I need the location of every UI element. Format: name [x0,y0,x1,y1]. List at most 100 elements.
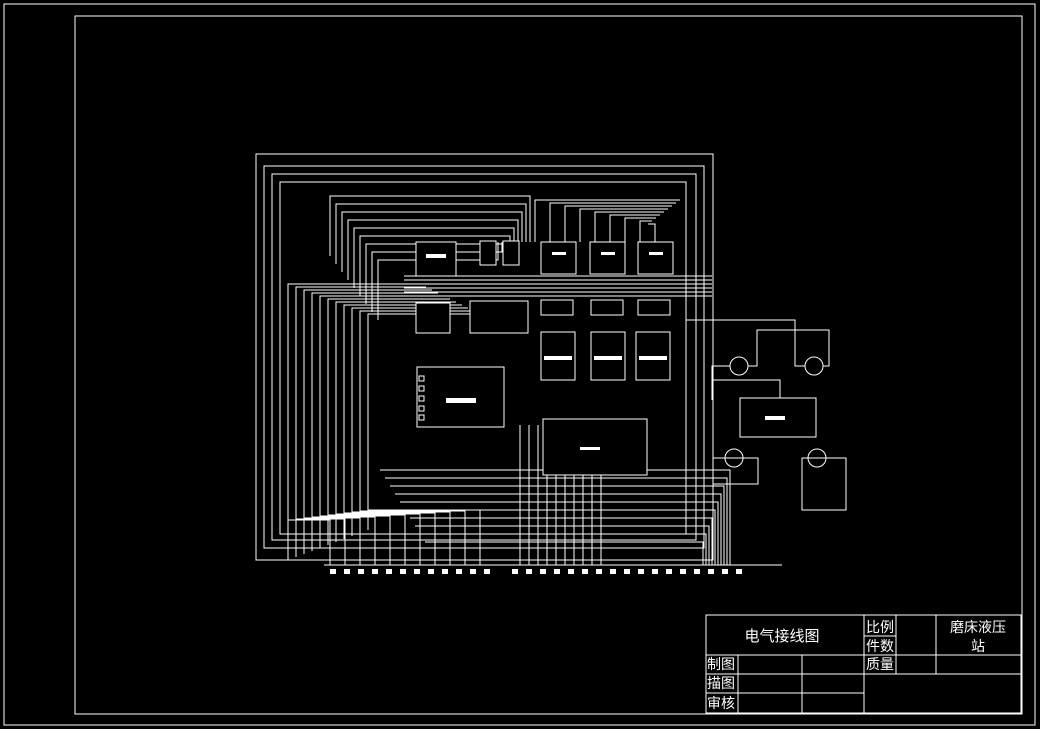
transformer-wire [713,379,781,398]
contactor-wire [534,199,680,242]
terminal [638,569,644,574]
transformer-label [765,416,785,420]
outer-wire-loop [255,153,714,561]
upper-wire [329,195,531,256]
contactor-wire [594,211,664,242]
fuse-box-2 [502,240,520,266]
contactor-wire [549,202,676,242]
scale-label: 比例 [866,620,894,636]
terminal [694,569,700,574]
terminal [428,569,434,574]
motor-wire-a [748,329,830,367]
left-wire [287,283,420,560]
drawing-title: 电气接线图 [744,627,819,645]
controller-port-4 [418,405,425,412]
left-wire [295,286,426,557]
lower-wire [390,485,725,565]
lower-wire [405,509,716,565]
drop-wire [352,511,451,565]
controller-label [446,398,476,403]
drop-wire [328,514,406,565]
weight-label: 质量 [866,657,894,673]
contactor-wire [579,208,668,242]
product-name-line1: 磨床液压 [950,620,1006,636]
terminal [344,569,350,574]
thermal-relay-2 [590,299,624,316]
lower-wire [380,469,731,565]
central-panel-label [580,447,600,450]
left-wire [303,289,432,554]
terminal [386,569,392,574]
thermal-relay-3 [637,299,671,316]
terminal [372,569,378,574]
motor-wire-c [686,319,805,367]
contactor-wire [648,223,656,242]
contactor-wire [564,205,672,242]
drop-wire [360,510,466,565]
terminal [484,569,490,574]
motor-frame-3 [712,457,759,485]
terminal [568,569,574,574]
contactor-1 [540,241,577,275]
inner-frame [74,15,1023,715]
controller-port-3 [418,395,425,402]
title-block: 电气接线图 磨床液压 站 比例 件数 质量 制图 描图 审核 [705,614,1022,714]
terminal [526,569,532,574]
lower-wire [410,517,713,565]
terminal [722,569,728,574]
left-wire [311,292,438,551]
contactor-mark-1 [552,252,566,255]
contactor-wire [624,217,656,242]
terminal [358,569,364,574]
drop-wire [288,519,331,565]
terminal [624,569,630,574]
contactor-3 [637,241,674,275]
upper-wire [359,235,511,296]
breaker-bar-3 [639,356,667,360]
drop-wire [320,515,391,565]
terminal [400,569,406,574]
motor-symbol-2 [804,356,824,376]
product-name-line2: 站 [971,639,985,655]
terminal [666,569,672,574]
terminal-block-1 [415,302,451,334]
drop-wire [312,516,376,565]
upper-wire [347,219,519,280]
breaker-bar-2 [594,356,622,360]
motor-wire-b [711,365,730,400]
terminal [512,569,518,574]
controller-unit [416,366,505,428]
contactor-wire [639,220,652,242]
contactor-mark-3 [649,252,663,255]
terminal [610,569,616,574]
drawn-label: 制图 [707,657,735,673]
terminal [470,569,476,574]
fuse-box-1 [479,240,497,266]
terminal [736,569,742,574]
breaker-bar-1 [544,356,572,360]
relay-label-1 [426,254,446,258]
thermal-relay-1 [540,299,574,316]
wire-loop-3 [271,173,697,541]
left-wire [335,301,456,542]
terminal [708,569,714,574]
traced-label: 描图 [707,676,735,692]
left-wire [327,298,450,545]
horizontal-wires [329,195,731,565]
wire-loop-2 [263,165,705,549]
contactor-mark-2 [601,252,615,255]
lower-wire [385,477,728,565]
lower-wire [415,525,710,565]
motor-frame-4 [801,457,847,511]
upper-wire [341,211,523,272]
controller-port-2 [418,385,425,392]
terminal [680,569,686,574]
terminal [596,569,602,574]
terminal [554,569,560,574]
terminal [582,569,588,574]
lower-wire [395,493,722,565]
upper-wire [335,203,527,264]
drop-wire [336,513,421,565]
motor-symbol-1 [729,356,749,376]
